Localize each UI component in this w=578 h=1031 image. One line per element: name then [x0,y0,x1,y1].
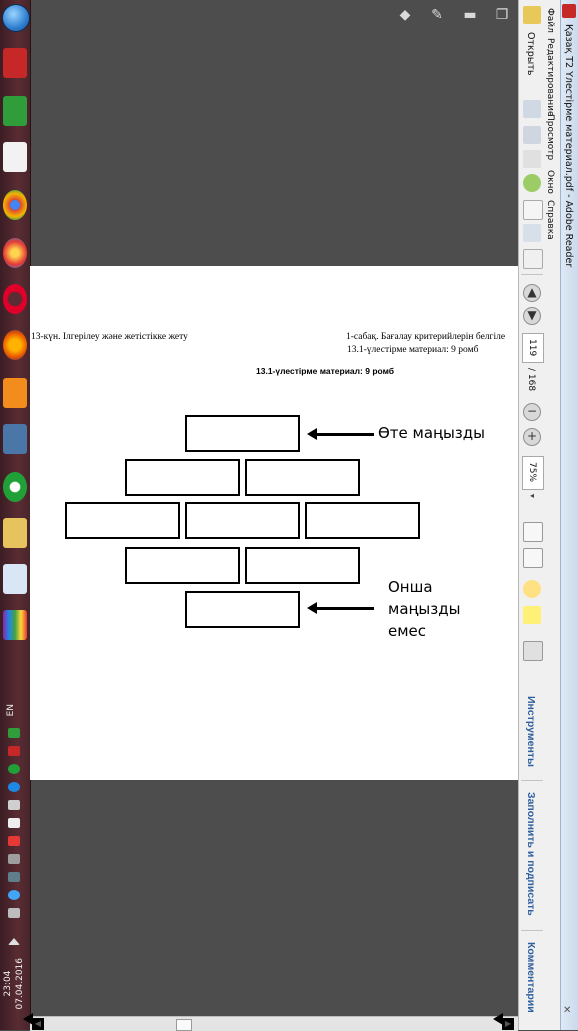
network-icon[interactable] [8,854,20,864]
close-window-icon[interactable]: ✕ [563,1005,572,1016]
opera-taskbar-icon[interactable] [3,284,27,314]
diamond-box-3 [245,459,360,496]
full-screen-icon[interactable] [523,548,543,568]
fill-and-sign-link[interactable]: Заполнить и подписать [525,792,537,916]
tray-globe-icon[interactable] [8,890,20,900]
zoom-out-icon[interactable]: − [523,403,541,421]
menu-file[interactable]: Файл [545,8,555,33]
diamond-tool-icon[interactable]: ◆ [399,7,411,23]
document-taskbar-icon[interactable] [3,564,27,594]
save-icon[interactable] [523,200,543,220]
header-right-material: 13.1-үлестірме материал: 9 ромб [347,345,479,355]
sign-icon[interactable] [523,150,541,168]
volume-icon[interactable] [8,908,20,918]
header-left: 13-күн. Ілгерілеу және жетістікке жету [31,332,188,342]
comment-tool-icon[interactable]: ▬ [463,7,477,23]
toolbar-separator [521,274,543,275]
expand-tools-icon[interactable] [523,641,543,661]
firefox-taskbar-icon[interactable] [3,330,27,360]
page-total: / 168 [526,368,536,392]
battery-icon[interactable] [8,818,20,828]
diamond-box-7 [125,547,240,584]
fit-page-icon[interactable] [523,522,543,542]
tray-messenger-icon[interactable] [8,764,20,774]
zoom-level-value: 75% [527,462,537,483]
tray-flag-icon[interactable] [8,872,20,882]
horizontal-scrollbar[interactable]: ◀ ▶ [23,1013,518,1031]
zoom-dropdown-icon[interactable]: ◂ [529,491,534,500]
diamond-box-8 [245,547,360,584]
label-not-important-line-2: маңызды [388,600,461,618]
page-number-input[interactable]: 119 [522,333,544,363]
folder-taskbar-icon[interactable] [3,518,27,548]
comments-link[interactable]: Комментарии [525,942,537,1013]
zoom-in-icon[interactable]: + [523,428,541,446]
menu-edit[interactable]: Редактирование [545,38,555,117]
reader-app-icon [562,4,576,18]
diamond-box-1 [185,415,300,452]
previous-page-icon[interactable]: ▲ [523,284,541,302]
arrow-bottom [307,602,374,614]
chrome-taskbar-icon[interactable] [3,190,27,220]
tools-panel-link[interactable]: Инструменты [525,696,537,767]
upload-icon[interactable] [523,174,541,192]
tray-tool-icon[interactable] [8,800,20,810]
diamond-box-5 [185,502,300,539]
sticky-note-icon[interactable] [523,580,541,598]
label-very-important: Өте маңызды [378,424,485,442]
odnoklassniki-taskbar-icon[interactable] [3,378,27,408]
tray-reader-icon[interactable] [8,746,20,756]
open-folder-icon[interactable] [523,6,541,24]
clock-date: 07.04.2016 [15,958,25,1010]
side-panel-separator [521,780,543,781]
library-taskbar-icon[interactable] [3,610,27,640]
windows-taskbar: EN 23:04 07.04.2016 [0,0,31,1030]
scroll-left-icon[interactable]: ◀ [23,1013,44,1030]
zoom-level-input[interactable]: 75% [522,456,544,490]
pdf-page: 13-күн. Ілгерілеу және жетістікке жету 1… [30,266,518,780]
clock-time: 23:04 [3,970,13,997]
sync-app-taskbar-icon[interactable] [3,142,27,172]
diamond-box-2 [125,459,240,496]
acrobat-reader-taskbar-icon[interactable] [3,48,27,78]
diamond-box-9 [185,591,300,628]
page-number-value: 119 [527,339,537,357]
diamond-box-6 [305,502,420,539]
start-button[interactable] [2,4,30,32]
create-pdf-icon[interactable] [523,100,541,118]
email-icon[interactable] [523,249,543,269]
show-hidden-icons-icon[interactable] [8,938,20,945]
messenger-taskbar-icon[interactable] [3,472,27,502]
material-subtitle: 13.1-үлестірме материал: 9 ромб [256,366,395,376]
language-indicator[interactable]: EN [6,704,16,717]
menu-help[interactable]: Справка [545,200,555,240]
print-icon[interactable] [523,224,541,242]
side-panel-separator-2 [521,930,543,931]
next-page-icon[interactable]: ▼ [523,307,541,325]
label-not-important-line-1: Онша [388,578,433,596]
window-restore-icon[interactable]: ❐ [495,7,509,23]
menu-view[interactable]: Просмотр [545,114,555,161]
attach-icon[interactable]: ✎ [431,7,443,23]
window-title: Қазақ Т2 Үлестірме материал.pdf - Adobe … [563,24,574,268]
diamond-box-4 [65,502,180,539]
edit-document-icon[interactable] [523,126,541,144]
vk-taskbar-icon[interactable] [3,424,27,454]
browser-taskbar-icon[interactable] [3,238,27,268]
label-not-important: Онша маңызды емес [388,576,460,642]
title-bar [560,0,578,1030]
scrollbar-thumb[interactable] [176,1019,192,1031]
menu-window[interactable]: Окно [545,170,555,194]
header-right-lesson: 1-сабақ. Бағалау критерийлерін белгіле [346,332,506,342]
label-not-important-line-3: емес [388,622,427,640]
bluetooth-icon[interactable] [8,782,20,792]
warning-icon[interactable] [8,836,20,846]
arrow-top [307,428,374,440]
open-button[interactable]: Открыть [525,32,536,76]
scroll-right-icon[interactable]: ▶ [493,1013,514,1030]
clock[interactable]: 23:04 07.04.2016 [2,958,26,1010]
green-a-app-taskbar-icon[interactable] [3,96,27,126]
highlight-icon[interactable] [523,606,541,624]
tray-app-icon[interactable] [8,728,20,738]
